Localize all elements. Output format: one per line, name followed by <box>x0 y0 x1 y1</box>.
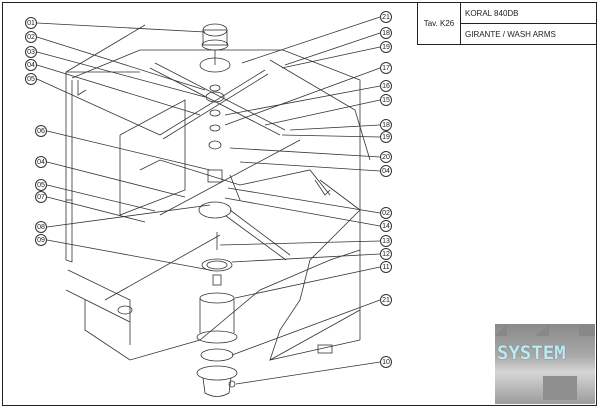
logo-notch-shape <box>543 376 577 400</box>
logo-text: SYSTEM <box>497 342 566 364</box>
model-name: KORAL 840DB <box>465 8 519 18</box>
logo-notch-shape <box>535 324 549 336</box>
callout-09: 09 <box>35 234 47 246</box>
callout-17: 17 <box>380 62 392 74</box>
title-block: Tav. K26 KORAL 840DB GIRANTE / WASH ARMS <box>417 2 597 45</box>
callout-20: 20 <box>380 151 392 163</box>
callout-10: 10 <box>380 356 392 368</box>
callout-04c: 04 <box>380 165 392 177</box>
callout-05b: 05 <box>35 179 47 191</box>
callout-15: 15 <box>380 94 392 106</box>
drawing-description: GIRANTE / WASH ARMS <box>461 23 596 44</box>
callout-14: 14 <box>380 220 392 232</box>
callout-11: 11 <box>380 261 392 273</box>
system-logo: SYSTEM <box>495 324 595 404</box>
wash-arm-assembly <box>149 23 301 397</box>
callout-18b: 18 <box>380 119 392 131</box>
drawing-frame <box>2 2 597 406</box>
callout-08: 08 <box>35 221 47 233</box>
callout-13: 13 <box>380 235 392 247</box>
cabinet-outline <box>65 24 371 361</box>
callout-04: 04 <box>25 59 37 71</box>
callout-18: 18 <box>380 27 392 39</box>
callout-05: 05 <box>25 73 37 85</box>
leader-lines <box>36 16 381 385</box>
callout-12: 12 <box>380 248 392 260</box>
callout-01: 01 <box>25 17 37 29</box>
callout-06: 06 <box>35 125 47 137</box>
callout-02: 02 <box>25 31 37 43</box>
callout-02b: 02 <box>380 207 392 219</box>
logo-notch-shape <box>579 324 595 336</box>
logo-notch-shape <box>495 324 507 336</box>
callout-16: 16 <box>380 80 392 92</box>
callout-03: 03 <box>25 46 37 58</box>
callout-07: 07 <box>35 191 47 203</box>
callout-19b: 19 <box>380 131 392 143</box>
callout-19: 19 <box>380 41 392 53</box>
callout-21: 21 <box>380 11 392 23</box>
callout-04b: 04 <box>35 156 47 168</box>
table-ref: Tav. K26 <box>418 3 461 44</box>
callout-21b: 21 <box>380 294 392 306</box>
